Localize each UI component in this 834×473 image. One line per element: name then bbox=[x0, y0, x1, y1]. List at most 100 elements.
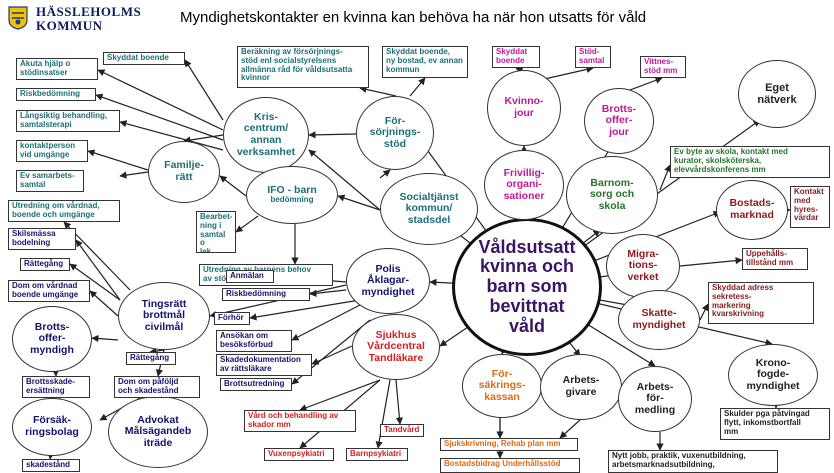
node-kriscentrum: Kris- centrum/ annan verksamhet bbox=[223, 97, 309, 173]
connector-line bbox=[559, 419, 581, 439]
node-sjukhus: Sjukhus Vårdcentral Tandläkare bbox=[352, 314, 440, 380]
box-tandvard: Tandvård bbox=[380, 424, 424, 437]
box-vuxenpsykiatri: Vuxenpsykiatri bbox=[264, 448, 334, 461]
node-forsakringsbolag: Försäk- ringsbolag bbox=[12, 398, 92, 456]
connector-line bbox=[183, 134, 224, 144]
connector-line bbox=[308, 149, 381, 211]
box-forhor: Förhör bbox=[214, 312, 250, 325]
connector-line bbox=[87, 149, 149, 171]
node-frivilligorg: Frivillig- organi- sationer bbox=[484, 150, 564, 220]
ifo-barn-sublabel: bedömning bbox=[270, 195, 314, 205]
node-brottsoffermyndigh: Brotts- offer- myndigh bbox=[12, 306, 92, 372]
connector-line bbox=[291, 304, 361, 341]
box-brottsutredning: Brottsutredning bbox=[220, 378, 292, 391]
box-sjukskrivning: Sjukskrivning, Rehab plan mm bbox=[440, 438, 578, 451]
box-stodsamtal: Stöd- samtal bbox=[575, 46, 611, 68]
box-skyddat-boende: Skyddat boende bbox=[103, 52, 185, 65]
connector-line bbox=[337, 194, 381, 211]
connector-line bbox=[309, 289, 347, 297]
box-utredning-vardnad: Utredning om vårdnad, boende och umgänge bbox=[8, 200, 120, 222]
connector-line bbox=[95, 93, 224, 141]
connector-line bbox=[91, 334, 119, 343]
connector-line bbox=[409, 77, 426, 97]
connector-line bbox=[308, 131, 357, 139]
box-riskbedomning-polis: Riskbedömning bbox=[222, 288, 310, 301]
connector-line bbox=[515, 67, 524, 75]
connector-line bbox=[299, 379, 381, 412]
connector-line bbox=[629, 76, 663, 91]
box-bearbetning: Bearbet- ning i samtal o lek bbox=[196, 211, 236, 253]
box-rattegang-2: Rättegång bbox=[126, 352, 176, 365]
ifo-barn-label: IFO - barn bbox=[267, 183, 317, 196]
box-berakning: Beräkning av försörjnings- stöd enl soci… bbox=[237, 46, 369, 88]
node-tingsratt: Tingsrätt brottmål civilmål bbox=[118, 282, 210, 350]
node-eget-natverk: Eget nätverk bbox=[738, 60, 816, 128]
box-kontakt-hyresvardar: Kontakt med hyres- värdar bbox=[790, 186, 830, 228]
connector-line bbox=[379, 169, 391, 179]
connector-line bbox=[119, 171, 149, 179]
connector-line bbox=[539, 65, 594, 81]
box-brottsskadeersattning: Brottsskade- ersättning bbox=[22, 376, 90, 398]
connector-line bbox=[89, 290, 119, 317]
connector-line bbox=[184, 59, 224, 121]
box-uppehallstillstand: Uppehålls- tillstånd mm bbox=[742, 248, 808, 270]
box-skilsmassa: Skilsmässa bodelning bbox=[8, 228, 76, 250]
box-bostadsbidrag: Bostadsbidrag Underhållsstöd bbox=[440, 458, 580, 473]
node-forsorjningsstod: För- sörjnings- stöd bbox=[356, 96, 434, 170]
node-bostadsmarknad: Bostads- marknad bbox=[716, 180, 788, 240]
box-anmalan: Anmälan bbox=[226, 270, 274, 283]
box-akuta-hjalp: Akuta hjälp o stödinsatser bbox=[16, 58, 98, 80]
box-langsiktig: Långsiktig behandling, samtalsterapi bbox=[16, 110, 120, 132]
box-vard-behandling: Vård och behandling av skador mm bbox=[244, 410, 356, 432]
node-advokat: Advokat Målsägandeb iträde bbox=[108, 396, 208, 468]
connector-line bbox=[235, 215, 259, 233]
box-vittnesstod: Vittnes- stöd mm bbox=[640, 56, 686, 78]
box-skyddad-adress: Skyddad adress sekretess- markering kvar… bbox=[708, 282, 814, 324]
connector-line bbox=[395, 379, 403, 425]
connector-line bbox=[219, 175, 247, 197]
connector-line bbox=[679, 257, 743, 267]
box-skyddat-boende-ny: Skyddat boende, ny bostad, ev annan komm… bbox=[382, 46, 468, 78]
box-dom-pafoljd: Dom om påföljd och skadestånd bbox=[114, 376, 200, 398]
connector-line bbox=[97, 69, 224, 131]
node-brottsofferjour: Brotts- offer- jour bbox=[584, 88, 654, 154]
node-familjeratt: Familje- rätt bbox=[148, 141, 220, 203]
connector-line bbox=[249, 299, 361, 321]
connector-line bbox=[311, 345, 353, 365]
page-title: Myndighetskontakter en kvinna kan behöva… bbox=[180, 9, 647, 26]
node-ifo-barn: IFO - barn bedömning bbox=[246, 166, 338, 224]
box-riskbedomning-left: Riskbedömning bbox=[16, 88, 96, 101]
connector-line bbox=[699, 303, 709, 321]
node-skattemyndighet: Skatte- myndighet bbox=[618, 290, 700, 350]
box-kontaktperson: kontaktperson vid umgänge bbox=[16, 140, 88, 162]
box-dom-vardnad: Dom om vårdnad boende umgänge bbox=[8, 280, 90, 302]
box-skadedokumentation: Skadedokumentation av rättsläkare bbox=[216, 354, 312, 376]
box-skyddat-boende-magenta: Skyddat boende bbox=[492, 46, 540, 68]
connector-line bbox=[69, 263, 121, 301]
connector-line bbox=[659, 164, 671, 191]
connector-line bbox=[119, 120, 224, 151]
connector-line bbox=[375, 379, 391, 449]
connector-line bbox=[149, 347, 165, 355]
box-ev-samarbetssamtal: Ev samarbets- samtal bbox=[16, 170, 84, 192]
box-skulder: Skulder pga påtvingad flytt, inkomstbort… bbox=[720, 408, 830, 440]
box-ansokan-besoksforbud: Ansökan om besöksförbud bbox=[216, 330, 292, 352]
connector-line bbox=[359, 85, 397, 97]
node-arbetsformedling: Arbets- för- medling bbox=[618, 366, 692, 432]
node-barnomsorg: Barnom- sorg och skola bbox=[566, 156, 658, 234]
box-barnpsykiatri: Barnpsykiatri bbox=[346, 448, 408, 461]
node-kvinnojour: Kvinno- jour bbox=[487, 70, 561, 146]
municipality-name: HÄSSLEHOLMS KOMMUN bbox=[36, 4, 142, 33]
municipality-crest-icon bbox=[8, 6, 28, 30]
node-socialtjanst: Socialtjänst kommun/ stadsdel bbox=[380, 173, 478, 245]
box-ev-byte: Ev byte av skola, kontakt med kurator, s… bbox=[670, 146, 830, 178]
node-migrationsverket: Migra- tions- verket bbox=[606, 234, 680, 298]
node-center: Våldsutsatt kvinna och barn som bevittna… bbox=[452, 218, 602, 356]
box-nytt-jobb: Nytt jobb, praktik, vuxenutbildning, arb… bbox=[608, 450, 778, 473]
box-rattegang-1: Rättegång bbox=[20, 258, 70, 271]
node-forsakringskassan: För- säkrings- kassan bbox=[462, 354, 542, 418]
node-arbetsgivare: Arbets- givare bbox=[540, 354, 622, 420]
node-kronofogde: Krono- fogde- myndighet bbox=[728, 344, 818, 406]
connector-line bbox=[75, 239, 121, 301]
